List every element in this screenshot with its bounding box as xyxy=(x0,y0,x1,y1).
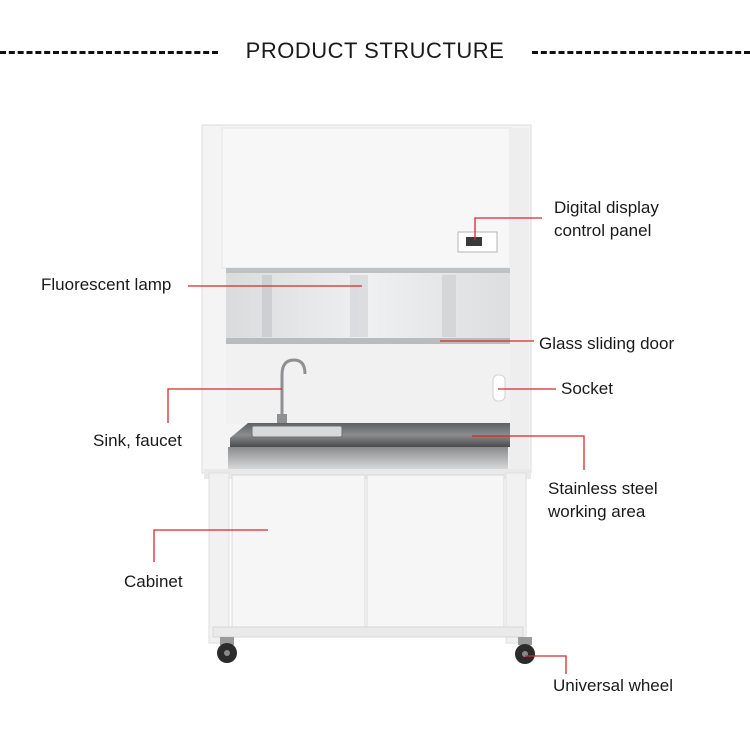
lamp-strip xyxy=(226,268,510,273)
label-stainless-line1: Stainless steel xyxy=(548,479,658,498)
leader-cabinet xyxy=(153,529,268,562)
worktop-apron xyxy=(228,447,508,469)
display-screen xyxy=(466,237,482,246)
leader-lines xyxy=(153,217,585,674)
leader-digital-display xyxy=(474,217,542,240)
leg-right xyxy=(505,472,527,644)
faucet xyxy=(280,358,307,420)
label-fluorescent-lamp: Fluorescent lamp xyxy=(41,275,172,294)
cabinet-door-right xyxy=(366,474,505,628)
leader-sink-faucet xyxy=(167,388,282,423)
heading-dash-left xyxy=(0,51,218,54)
label-socket: Socket xyxy=(561,379,613,398)
label-glass-sliding-door: Glass sliding door xyxy=(539,334,675,353)
sink xyxy=(251,425,343,438)
heading-dash-right xyxy=(532,51,750,54)
label-digital-display-line2: control panel xyxy=(554,221,652,240)
label-cabinet: Cabinet xyxy=(124,572,183,591)
leg-left xyxy=(208,472,230,644)
right-side-panel xyxy=(509,128,529,473)
label-digital-display-line1: Digital display xyxy=(554,198,659,217)
leader-stainless xyxy=(472,435,585,470)
page-title: PRODUCT STRUCTURE xyxy=(245,38,505,63)
door-bottom-rail xyxy=(226,338,510,344)
label-sink-faucet: Sink, faucet xyxy=(93,431,182,450)
leader-universal-wheel xyxy=(525,655,567,674)
cabinet-door-left xyxy=(231,474,366,628)
label-stainless-line2: working area xyxy=(548,502,646,521)
label-universal-wheel: Universal wheel xyxy=(553,676,673,695)
socket xyxy=(492,374,506,402)
back-wall xyxy=(226,344,510,424)
